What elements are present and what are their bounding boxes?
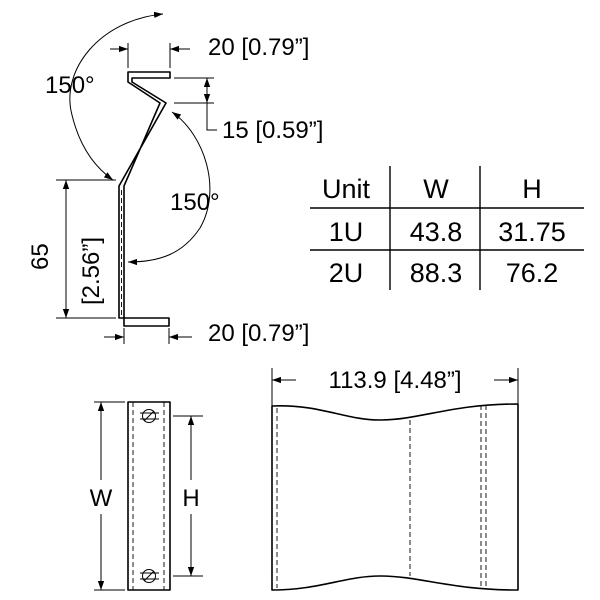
- top-plate-outline: [271, 403, 519, 591]
- table-header-w: W: [423, 174, 449, 204]
- top-screw-slot: [140, 409, 159, 423]
- h-label: H: [182, 485, 199, 512]
- table-cell-1u-h: 31.75: [498, 217, 566, 247]
- angle-mid-label: 150°: [170, 189, 220, 216]
- table-cell-1u-w: 43.8: [410, 217, 463, 247]
- offset-leader: [206, 103, 217, 131]
- table-cell-2u-unit: 2U: [329, 258, 364, 288]
- flange-bottom-width-label: 20 [0.79”]: [208, 320, 309, 347]
- bracket-profile: [118, 71, 171, 327]
- table-header-unit: Unit: [322, 174, 371, 204]
- front-view: W H: [88, 401, 206, 591]
- top-view: 113.9 [4.48”]: [271, 367, 519, 591]
- length-label: 113.9 [4.48”]: [329, 367, 462, 394]
- table-header-h: H: [522, 174, 542, 204]
- front-plate-outline: [127, 401, 171, 591]
- offset-height-label: 15 [0.59”]: [222, 117, 323, 144]
- flange-top-width-label: 20 [0.79”]: [208, 34, 309, 61]
- w-label: W: [90, 485, 113, 512]
- dimension-table: Unit W H 1U 43.8 31.75 2U 88.3 76.2: [310, 166, 584, 290]
- bottom-screw-slot: [140, 569, 159, 583]
- table-cell-2u-h: 76.2: [506, 258, 559, 288]
- side-view: 150° 150° 20 [0.79”] 15 [0.59”] 65 [2.56…: [27, 11, 323, 347]
- angle-mid-arc: [127, 111, 211, 266]
- table-cell-2u-w: 88.3: [410, 258, 463, 288]
- angle-top-label: 150°: [45, 72, 95, 99]
- table-cell-1u-unit: 1U: [329, 217, 364, 247]
- angle-top-arc: [69, 11, 164, 181]
- h-label-gap: [178, 480, 206, 514]
- w-label-gap: [88, 480, 116, 514]
- height-mm-label: 65: [27, 243, 54, 270]
- height-in-label: [2.56”]: [78, 237, 105, 305]
